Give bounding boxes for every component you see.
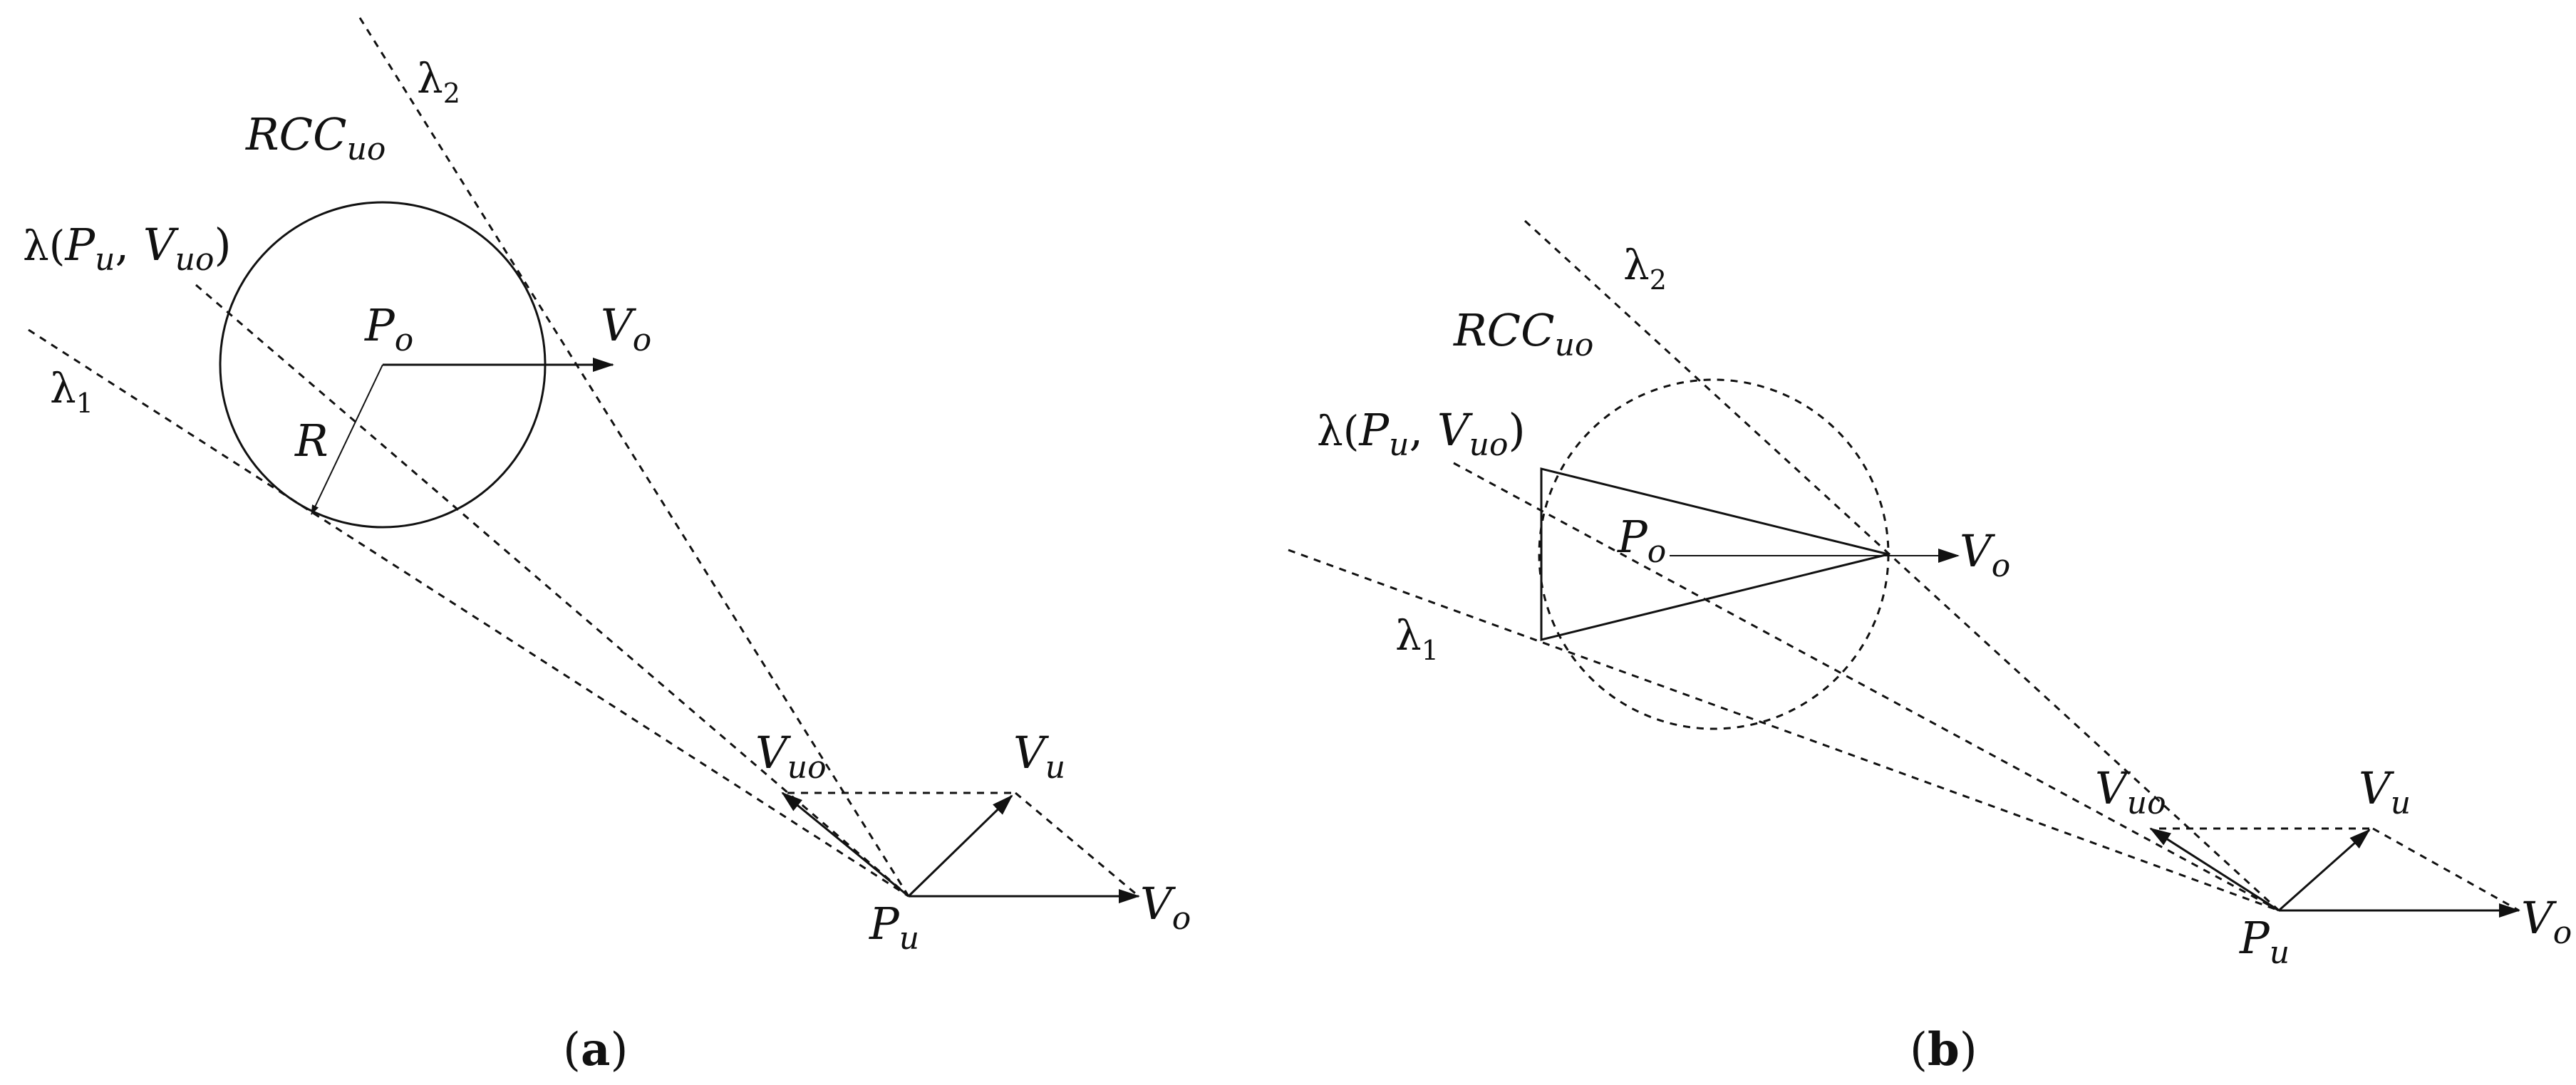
vuo-label-b: Vuo — [2095, 762, 2166, 821]
panel-a-caption: (a) — [563, 1023, 628, 1076]
pu-label-b: Pu — [2239, 912, 2290, 971]
lambda2-label-b: λ2 — [1623, 241, 1667, 296]
vu-label-a: Vu — [1013, 727, 1065, 786]
vo-top-label-a: Vo — [601, 299, 651, 358]
vuo-label-a: Vuo — [755, 727, 827, 786]
vuo-arrow-b — [2149, 827, 2280, 912]
vu-arrow-b — [2278, 829, 2371, 912]
r-label-a: R — [294, 415, 329, 467]
lambda1-line-b — [1288, 549, 2280, 912]
panel-a: λ2 RCCuo λ(Pu, Vuo) λ1 Po Vo R Vuo Vu Pu — [23, 17, 1191, 1076]
rcc-label-a: RCCuo — [245, 108, 386, 167]
lambda2-label-a: λ2 — [417, 54, 460, 109]
panel-b-caption: (b) — [1910, 1023, 1977, 1076]
obstacle-triangle-b — [1540, 467, 1889, 641]
vu-label-b: Vu — [2359, 762, 2411, 821]
vo-bottom-label-b: Vo — [2521, 892, 2572, 951]
radius-arrow-a — [311, 364, 383, 515]
panel-b: λ2 RCCuo λ(Pu, Vuo) λ1 Po Vo Vuo Vu Pu V… — [1288, 219, 2572, 1076]
lambda1-label-a: λ1 — [50, 364, 93, 419]
lambda2-line-a — [358, 17, 910, 897]
rcc-label-b: RCCuo — [1453, 304, 1593, 363]
lambda1-label-b: λ1 — [1395, 611, 1439, 666]
lambda-puvuo-label-a: λ(Pu, Vuo) — [23, 219, 232, 278]
vo-bottom-label-a: Vo — [1140, 878, 1191, 937]
lambda-puvuo-line-a — [195, 284, 909, 898]
vo-top-label-b: Vo — [1960, 525, 2010, 584]
po-label-a: Po — [364, 299, 413, 358]
rcc-circle-b — [1538, 378, 1890, 730]
vu-vo-dash-a — [1015, 791, 1139, 898]
pu-label-a: Pu — [869, 898, 919, 957]
lambda-puvuo-line-b — [1453, 462, 2280, 912]
vu-arrow-a — [907, 794, 1013, 898]
po-label-b: Po — [1617, 511, 1666, 570]
lambda1-line-a — [28, 328, 909, 898]
vu-vo-dash-b — [2372, 827, 2520, 912]
lambda-puvuo-label-b: λ(Pu, Vuo) — [1317, 404, 1526, 463]
vuo-arrow-a — [781, 791, 909, 898]
